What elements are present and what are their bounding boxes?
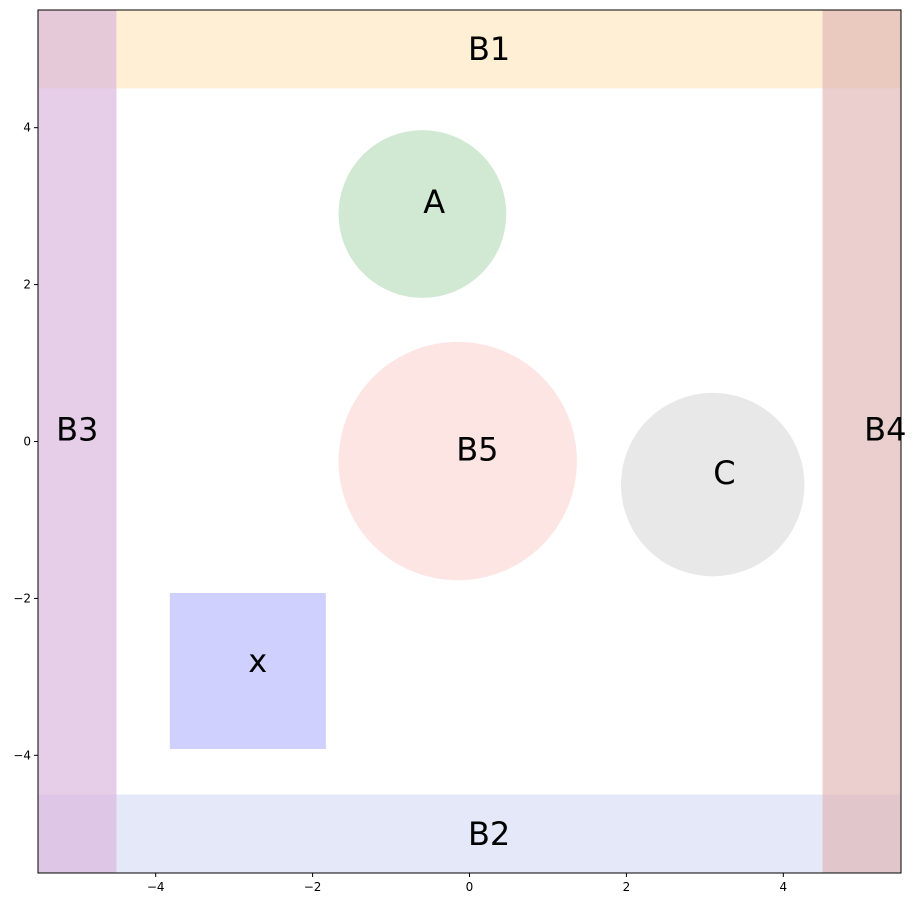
circle-c: [620, 392, 805, 577]
y-tick-label: 0: [23, 435, 31, 449]
label-b3: B3: [56, 411, 98, 449]
x-tick-label: 0: [466, 880, 474, 894]
label-b1: B1: [468, 30, 510, 68]
y-tick-label: −4: [13, 748, 31, 762]
circle-b5: [338, 341, 577, 581]
label-b2: B2: [468, 815, 510, 853]
y-tick-label: −2: [13, 591, 31, 605]
y-tick-label: 4: [23, 121, 31, 135]
label-b5: B5: [456, 430, 498, 468]
x-tick-label: −4: [147, 880, 165, 894]
x-tick-label: 4: [779, 880, 787, 894]
square-x: [169, 592, 326, 749]
border-band-b1: [38, 10, 901, 89]
label-b4: B4: [864, 411, 906, 449]
border-band-b3: [38, 10, 117, 873]
y-tick-label: 2: [23, 278, 31, 292]
x-tick-label: 2: [623, 880, 631, 894]
ticks-layer: −4 −2 0 2 4 −4 −2 0 2 4: [13, 121, 787, 894]
border-band-b2: [38, 794, 901, 873]
regions-layer: [38, 10, 901, 873]
label-a: A: [423, 183, 445, 221]
label-x: x: [248, 642, 267, 680]
border-band-b4: [822, 10, 901, 873]
label-c: C: [713, 454, 735, 492]
x-tick-label: −2: [304, 880, 322, 894]
circle-a: [338, 130, 507, 298]
